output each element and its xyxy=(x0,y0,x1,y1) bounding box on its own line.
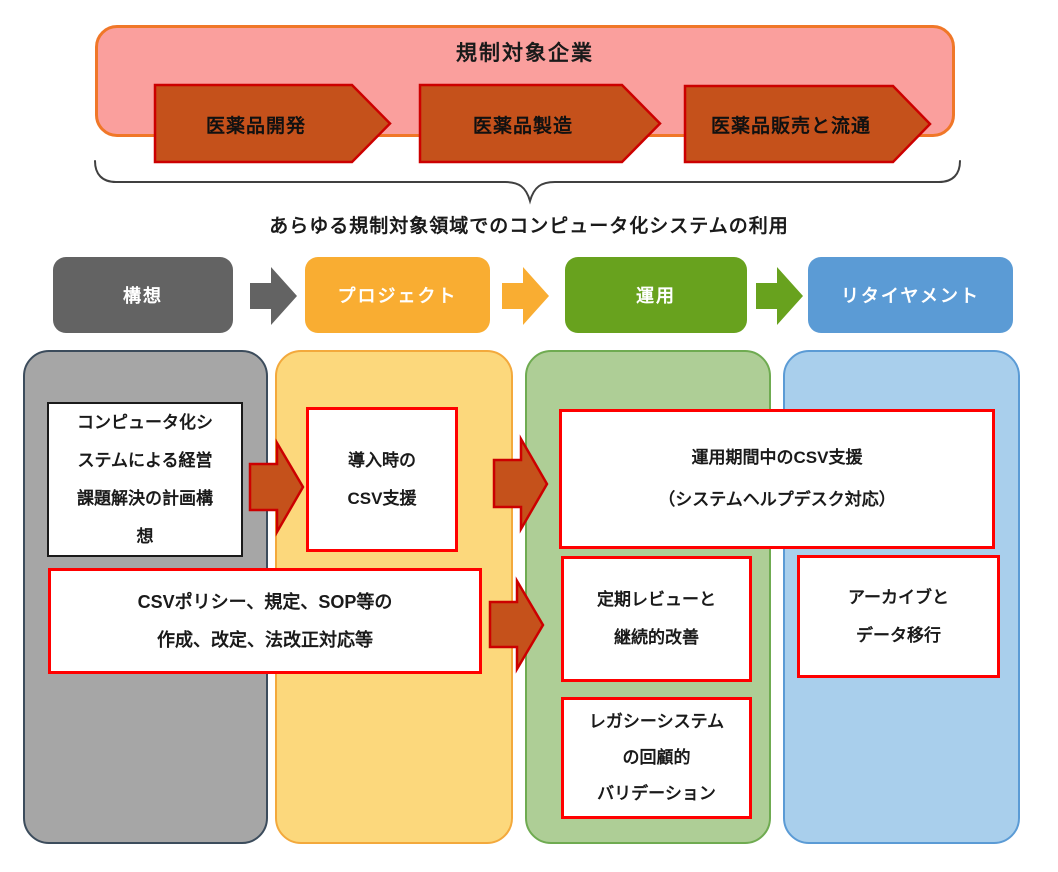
phase-label: リタイヤメント xyxy=(840,286,981,306)
task-concept-plan: コンピュータ化シ ステムによる経営 課題解決の計画構 想 xyxy=(47,402,243,557)
phase-box-retirement: リタイヤメント xyxy=(808,257,1013,333)
brace-icon xyxy=(94,160,961,205)
phase-arrow-green-icon xyxy=(756,267,803,325)
task-text: 導入時の CSV支援 xyxy=(347,450,417,508)
panel-title: 規制対象企業 xyxy=(456,42,594,65)
task-legacy-validation: レガシーシステム の回顧的 バリデーション xyxy=(561,697,752,819)
task-text: 定期レビューと 継続的改善 xyxy=(597,590,716,647)
phase-arrow-orange-icon xyxy=(502,267,549,325)
phase-box-operation: 運用 xyxy=(565,257,747,333)
phase-label: プロジェクト xyxy=(337,286,458,306)
task-text: レガシーシステム の回顧的 バリデーション xyxy=(588,712,725,803)
stage-label-distribution: 医薬品販売と流通 xyxy=(710,115,871,137)
phase-box-project: プロジェクト xyxy=(305,257,490,333)
task-archive-migration: アーカイブと データ移行 xyxy=(797,555,1000,678)
task-text: コンピュータ化シ ステムによる経営 課題解決の計画構 想 xyxy=(77,412,213,546)
stage-label-development: 医薬品開発 xyxy=(205,115,306,137)
task-implementation-support: 導入時の CSV支援 xyxy=(306,407,458,552)
stage-label-manufacture: 医薬品製造 xyxy=(472,115,573,137)
brace-caption: あらゆる規制対象領域でのコンピュータ化システムの利用 xyxy=(269,215,789,237)
task-text: アーカイブと データ移行 xyxy=(848,587,949,645)
task-text: CSVポリシー、規定、SOP等の 作成、改定、法改正対応等 xyxy=(137,592,393,650)
task-periodic-review: 定期レビューと 継続的改善 xyxy=(561,556,752,682)
phase-box-concept: 構想 xyxy=(53,257,233,333)
phase-label: 運用 xyxy=(636,286,676,306)
phase-arrow-gray-icon xyxy=(250,267,297,325)
task-text: 運用期間中のCSV支援 （システムヘルプデスク対応） xyxy=(658,448,896,509)
task-operation-support: 運用期間中のCSV支援 （システムヘルプデスク対応） xyxy=(559,409,995,549)
phase-label: 構想 xyxy=(123,286,163,306)
task-csv-policy: CSVポリシー、規定、SOP等の 作成、改定、法改正対応等 xyxy=(48,568,482,674)
